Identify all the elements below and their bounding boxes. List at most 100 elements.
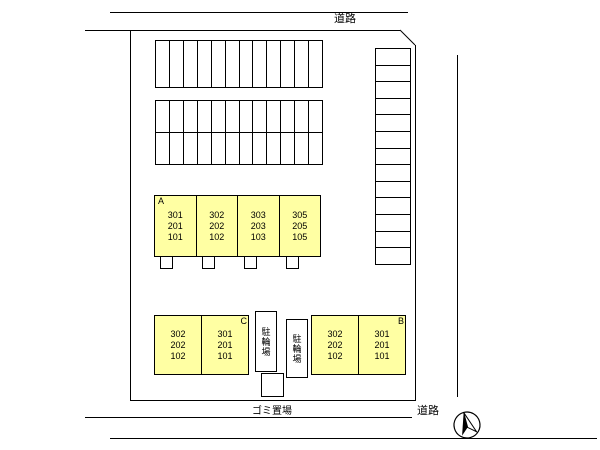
parking-stall [376,198,410,216]
parking-stall [253,101,268,132]
parking-double-row [155,100,323,165]
parking-stall [267,133,282,164]
road-bottom-edge-line-1 [85,417,412,418]
parking-stall [376,99,410,116]
parking-stall [376,149,410,166]
building-a-unit-1: 301 201 101 [154,195,197,257]
bicycle-parking-label: 駐輪場 [260,326,271,357]
parking-stall [156,101,170,132]
unit-number: 102 [209,231,225,242]
building-c: C 302 202 102 301 201 101 [154,315,249,375]
parking-stall [309,101,322,132]
building-a-unit-4: 305 205 105 [278,195,321,257]
parking-stall [170,41,184,87]
building-a-letter: A [158,196,165,206]
road-bottom-edge-line-2 [110,438,597,439]
unit-number: 201 [374,339,390,350]
parking-stall [281,133,296,164]
parking-stall [253,41,268,87]
parking-stall [376,115,410,133]
parking-stall [212,41,226,87]
parking-stall [240,133,254,164]
unit-number: 301 [167,209,183,220]
parking-stall [240,41,254,87]
unit-number: 302 [209,209,225,220]
building-c-letter: C [240,316,248,326]
parking-stall [170,133,184,164]
parking-stall [226,133,240,164]
parking-stall [226,101,240,132]
unit-number: 205 [292,220,308,231]
parking-stall [212,101,226,132]
parking-right-column [375,48,411,265]
parking-stall [184,101,198,132]
parking-stall [226,41,240,87]
unit-number: 102 [170,350,186,361]
parking-stall [156,41,170,87]
unit-number: 202 [170,339,186,350]
parking-stall [295,133,310,164]
building-b-letter: B [397,316,404,326]
unit-number: 202 [327,339,343,350]
road-top-label: 道路 [334,13,356,25]
parking-stall [376,66,410,83]
unit-number: 105 [292,231,308,242]
garbage-area-label: ゴミ置場 [252,406,292,417]
building-a-entrance-tab [160,256,173,269]
property-top-boundary-line [85,30,400,31]
parking-stall [281,101,296,132]
parking-stall [376,248,410,264]
unit-number: 301 [217,328,233,339]
building-b-unit-1: 302 202 102 [311,315,359,375]
building-a-unit-3: 303 203 103 [237,195,280,257]
parking-stall [376,165,410,182]
parking-stall [267,101,282,132]
unit-number: 201 [217,339,233,350]
parking-row [156,133,322,164]
parking-stall [198,101,212,132]
parking-stall [295,101,310,132]
unit-number: 103 [250,231,266,242]
unit-number: 101 [167,231,183,242]
boundary-slant-line [399,29,416,46]
parking-stall [376,132,410,149]
bicycle-parking-area-1: 駐輪場 [255,311,277,372]
parking-stall [376,215,410,232]
parking-stall [295,41,310,87]
unit-number: 101 [374,350,390,361]
unit-number: 301 [374,328,390,339]
parking-stall [376,182,410,199]
parking-stall [156,133,170,164]
parking-stall [198,133,212,164]
parking-stall [253,133,268,164]
parking-stall [309,41,322,87]
building-b-unit-2: 301 201 101 [358,315,406,375]
parking-stall [198,41,212,87]
parking-stall [212,133,226,164]
unit-number: 203 [250,220,266,231]
parking-stall [376,82,410,99]
unit-number: 303 [250,209,266,220]
road-right-edge-line [457,55,458,397]
parking-stall [376,49,410,66]
building-c-unit-2: 301 201 101 [201,315,249,375]
property-left-boundary-line [130,30,131,400]
parking-stall [240,101,254,132]
parking-stall [184,41,198,87]
parking-stall [281,41,296,87]
parking-stall [184,133,198,164]
road-bottom-label: 道路 [417,405,439,417]
building-a-unit-2: 302 202 102 [195,195,238,257]
north-compass-icon [453,411,481,439]
parking-stall [170,101,184,132]
parking-row [156,101,322,133]
parking-stall [376,232,410,249]
unit-number: 102 [327,350,343,361]
property-right-boundary-line [415,45,416,400]
building-a-entrance-tab [286,256,299,269]
unit-number: 305 [292,209,308,220]
parking-stall [309,133,322,164]
unit-number: 202 [209,220,225,231]
building-c-unit-1: 302 202 102 [154,315,202,375]
